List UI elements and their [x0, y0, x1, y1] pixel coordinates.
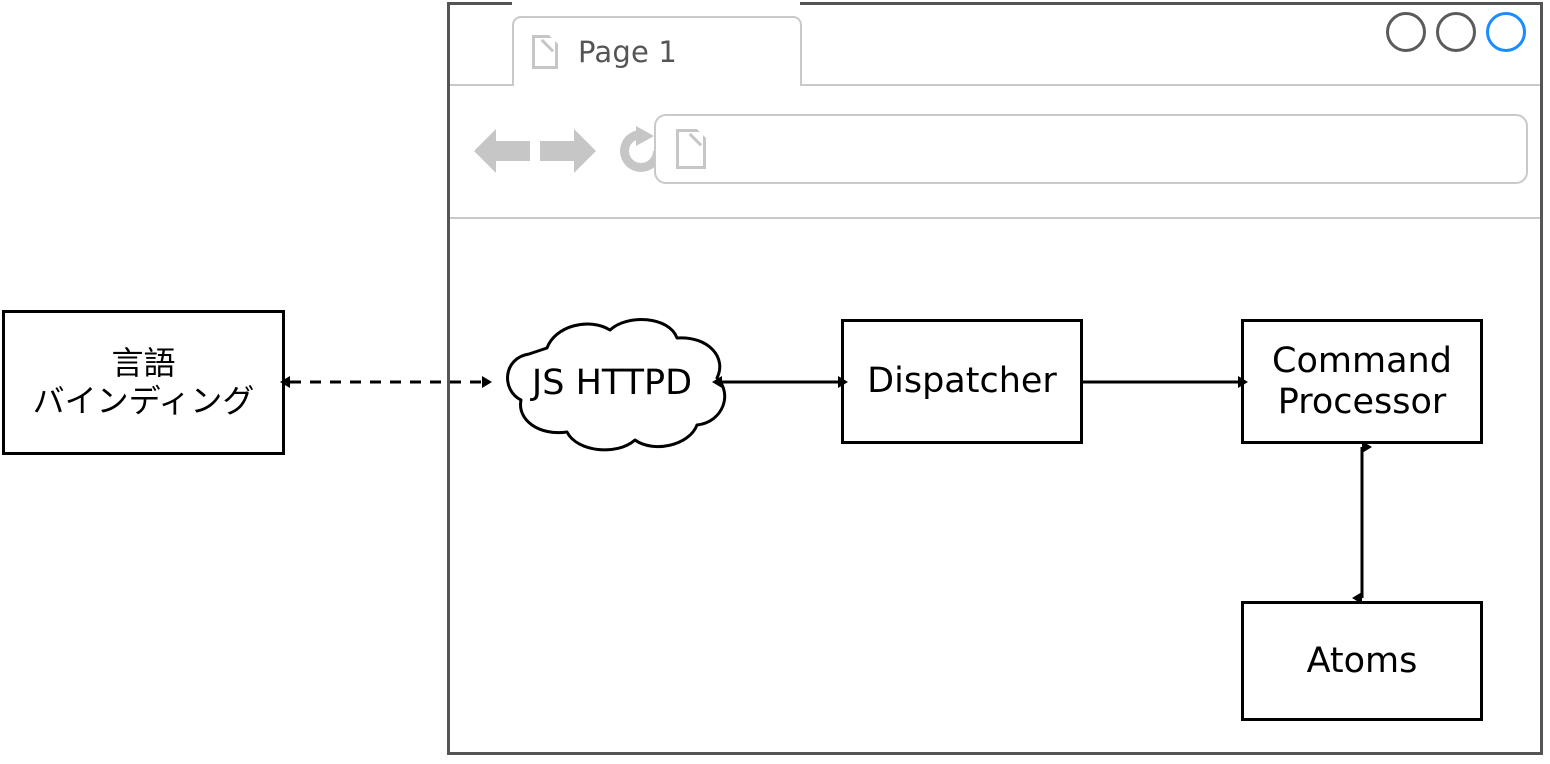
node-lang-binding-label: 言語 バインディング: [32, 344, 255, 420]
document-icon: [676, 123, 712, 169]
tab-title: Page 1: [578, 35, 678, 69]
tabstrip-baseline: [450, 84, 1540, 86]
node-js-httpd[interactable]: JS HTTPD: [477, 310, 747, 455]
document-icon: [532, 29, 564, 69]
window-control-minimize-icon[interactable]: [1386, 12, 1426, 52]
node-command-processor[interactable]: Command Processor: [1241, 319, 1483, 444]
browser-toolbar: [450, 86, 1540, 216]
tab-page-1[interactable]: Page 1: [512, 16, 802, 86]
node-js-httpd-label: JS HTTPD: [531, 362, 693, 403]
back-arrow-icon[interactable]: [472, 124, 532, 178]
node-lang-binding[interactable]: 言語 バインディング: [2, 310, 285, 455]
node-dispatcher-label: Dispatcher: [867, 361, 1057, 402]
node-atoms[interactable]: Atoms: [1241, 601, 1483, 721]
node-command-processor-label: Command Processor: [1272, 340, 1452, 422]
window-top-border-left: [450, 2, 512, 5]
window-control-close-icon[interactable]: [1486, 12, 1526, 52]
node-atoms-label: Atoms: [1306, 640, 1418, 681]
forward-arrow-icon[interactable]: [538, 124, 598, 178]
browser-tabstrip: Page 1: [450, 2, 1540, 86]
window-controls: [1386, 12, 1526, 52]
address-bar[interactable]: [654, 114, 1528, 184]
window-top-border-right: [800, 2, 1540, 5]
reload-icon[interactable]: [612, 122, 670, 180]
node-dispatcher[interactable]: Dispatcher: [841, 319, 1083, 444]
toolbar-divider: [450, 217, 1540, 219]
window-control-maximize-icon[interactable]: [1436, 12, 1476, 52]
